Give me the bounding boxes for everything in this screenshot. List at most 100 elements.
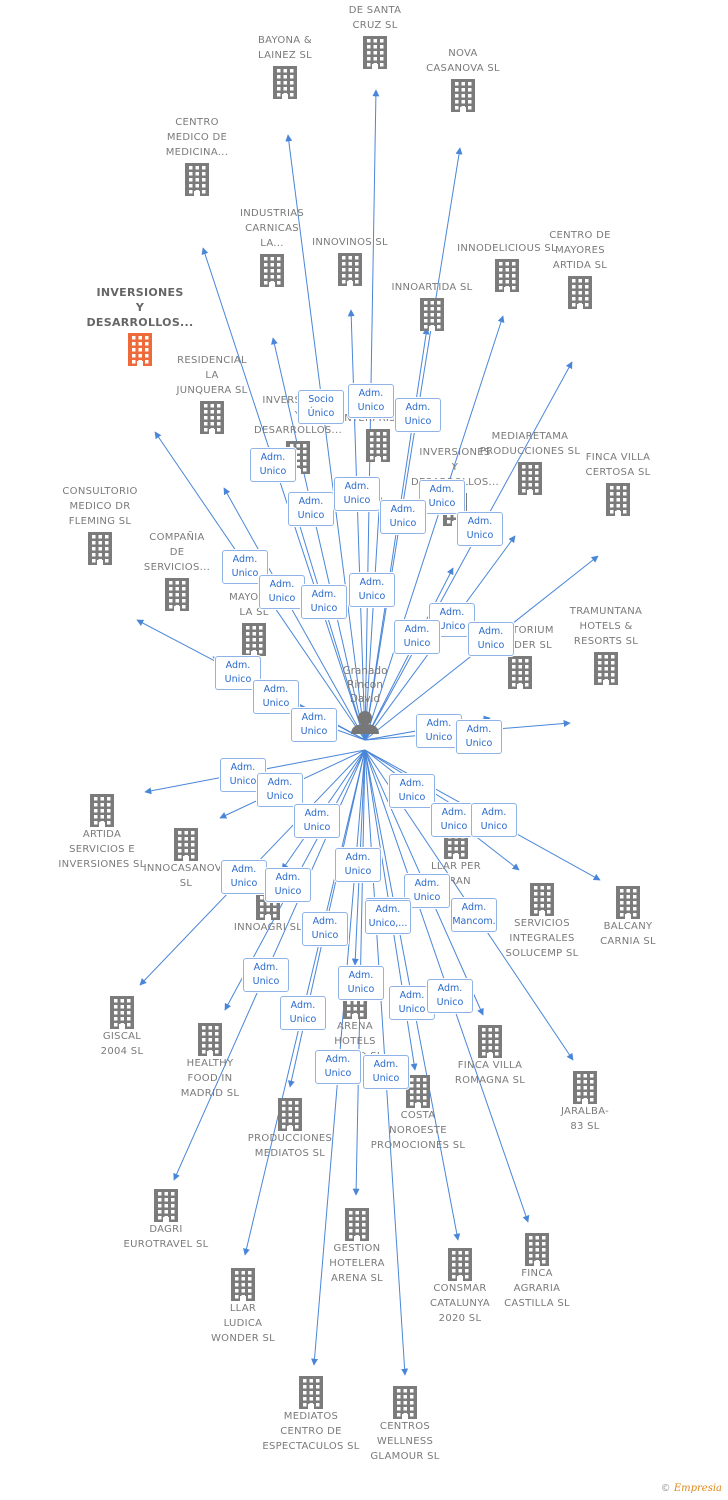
company-node[interactable]: MEDIARETAMA PRODUCCIONES SL — [470, 431, 590, 495]
role-badge[interactable]: Adm. Unico — [394, 620, 440, 654]
company-node[interactable]: CENTROS WELLNESS GLAMOUR SL — [345, 1385, 465, 1464]
role-badge[interactable]: Adm. Unico — [302, 912, 348, 946]
company-node[interactable]: CONSULTORIO MEDICO DR FLEMING SL — [40, 486, 160, 565]
company-node[interactable]: INVERSIONES Y DESARROLLOS... — [80, 286, 200, 366]
building-icon — [525, 1233, 549, 1266]
role-badge[interactable]: Adm. Unico — [291, 708, 337, 742]
company-name: JARALBA- 83 SL — [560, 1106, 610, 1132]
company-node[interactable]: CENTRO MEDICO DE MEDICINA... — [137, 117, 257, 196]
company-node[interactable]: HEALTHY FOOD IN MADRID SL — [150, 1022, 270, 1101]
company-name: GISCAL 2004 SL — [100, 1031, 144, 1057]
person-icon — [351, 711, 379, 734]
company-node[interactable]: COSTA NOROESTE PROMOCIONES SL — [358, 1074, 478, 1153]
edge-c6 — [347, 309, 366, 741]
company-node[interactable]: GISCAL 2004 SL — [62, 995, 182, 1059]
role-badge[interactable]: Adm. Unico — [265, 868, 311, 902]
role-badge[interactable]: Adm. Unico — [471, 803, 517, 837]
building-icon — [393, 1386, 417, 1419]
company-name: DAGRI EUROTRAVEL SL — [123, 1224, 209, 1250]
role-badge[interactable]: Adm. Unico,... — [365, 900, 411, 934]
company-node[interactable]: FINCA VILLA ROMAGNA SL — [430, 1024, 550, 1088]
company-name: INNOVINOS SL — [312, 237, 388, 248]
building-icon — [90, 794, 114, 827]
company-name: INDUSTRIAS CARNICAS LA... — [240, 208, 304, 249]
role-badge[interactable]: Adm. Unico — [334, 477, 380, 511]
company-name: CONSMAR CATALUNYA 2020 SL — [430, 1283, 490, 1324]
role-badge[interactable]: Adm. Unico — [243, 958, 289, 992]
company-node[interactable]: INNODELICIOUS SL — [447, 243, 567, 292]
role-badge[interactable]: Adm. Unico — [335, 848, 381, 882]
role-badge[interactable]: Adm. Unico — [257, 773, 303, 807]
company-node[interactable]: NOVA CASANOVA SL — [403, 48, 523, 112]
role-badge[interactable]: Adm. Mancom. — [451, 898, 497, 932]
copyright-symbol: © — [660, 1483, 671, 1494]
company-node[interactable]: RESIDENCIAL LA JUNQUERA SL — [152, 355, 272, 434]
role-badge[interactable]: Adm. Unico — [427, 979, 473, 1013]
person-name: Granado Rincon David — [342, 665, 388, 705]
role-badge[interactable]: Adm. Unico — [315, 1050, 361, 1084]
company-node[interactable]: GESTION HOTELERA ARENA SL — [297, 1207, 417, 1286]
company-node[interactable]: INDUSTRIAS CARNICAS LA... — [212, 208, 332, 287]
company-node[interactable]: DAGRI EUROTRAVEL SL — [106, 1188, 226, 1252]
role-badge[interactable]: Adm. Unico — [419, 480, 465, 514]
role-badge[interactable]: Adm. Unico — [301, 585, 347, 619]
role-badge[interactable]: Adm. Unico — [404, 874, 450, 908]
role-badge[interactable]: Adm. Unico — [288, 492, 334, 526]
building-icon — [231, 1268, 255, 1301]
company-node[interactable]: AGRORETAMA DE SANTA CRUZ SL — [315, 0, 435, 69]
company-node[interactable]: CENTRO DE MAYORES ARTIDA SL — [520, 230, 640, 309]
role-badge[interactable]: Adm. Unico — [456, 720, 502, 754]
company-node[interactable]: BALCANY CARNIA SL — [568, 885, 688, 949]
role-badge[interactable]: Adm. Unico — [389, 774, 435, 808]
company-node[interactable]: TRAMUNTANA HOTELS & RESORTS SL — [546, 606, 666, 685]
company-node[interactable]: INNOVINOS SL — [290, 237, 410, 286]
role-badge[interactable]: Adm. Unico — [363, 1055, 409, 1089]
role-badge[interactable]: Adm. Unico — [294, 804, 340, 838]
company-node[interactable]: COMPAÑIA DE SERVICIOS... — [117, 532, 237, 611]
company-node[interactable]: ARTIDA SERVICIOS E INVERSIONES SL — [42, 793, 162, 872]
footer-brand[interactable]: © Empresia — [661, 1483, 722, 1494]
company-node[interactable]: PRODUCCIONES MEDIATOS SL — [230, 1097, 350, 1161]
role-badge[interactable]: Adm. Unico — [259, 575, 305, 609]
company-name: LLAR PER GRAN ... — [430, 861, 482, 902]
role-badge[interactable]: Adm. Unico — [349, 573, 395, 607]
role-badge[interactable]: Adm. Unico — [457, 512, 503, 546]
company-node[interactable]: BAYONA & LAINEZ SL — [225, 35, 345, 99]
company-node[interactable]: CENTRO DE MAYORES LA SL — [194, 577, 314, 656]
building-icon — [420, 298, 444, 331]
role-badge[interactable]: Adm. Unico — [468, 622, 514, 656]
role-badge[interactable]: Adm. Unico — [380, 500, 426, 534]
role-badge[interactable]: Socio Único — [298, 390, 344, 424]
company-node[interactable]: INNOCASANOVA SL — [126, 827, 246, 891]
person-node[interactable]: Granado Rincon David — [342, 665, 388, 738]
role-badge[interactable]: Adm. Unico — [250, 448, 296, 482]
role-badge[interactable]: Adm. Unico — [348, 384, 394, 418]
edge-c14 — [364, 535, 516, 741]
building-icon — [573, 1071, 597, 1104]
company-node[interactable]: MEDIATOS CENTRO DE ESPECTACULOS SL — [251, 1375, 371, 1454]
role-badge[interactable]: Adm. Unico — [280, 996, 326, 1030]
company-node[interactable]: SERVICIOS INTEGRALES SOLUCEMP SL — [482, 882, 602, 961]
company-node[interactable]: CONSMAR CATALUNYA 2020 SL — [400, 1247, 520, 1326]
role-badge[interactable]: Adm. Unico — [338, 966, 384, 1000]
edge-c5 — [270, 337, 366, 741]
company-node[interactable]: JARALBA- 83 SL — [525, 1070, 645, 1134]
company-node[interactable]: FINCA AGRARIA CASTILLA SL — [477, 1232, 597, 1311]
company-node[interactable]: INNOARTIDA SL — [372, 282, 492, 331]
role-badge[interactable]: Adm. Unico — [221, 860, 267, 894]
company-name: CONSULTORIO MEDICO DR FLEMING SL — [62, 486, 138, 527]
company-name: INNOAGRI SL — [233, 922, 303, 933]
role-badge[interactable]: Adm. Unico — [395, 398, 441, 432]
company-name: INVERSIONES Y DESARROLLOS... — [254, 395, 342, 436]
edge-c4 — [201, 247, 366, 741]
company-node[interactable]: LLAR LUDICA WONDER SL — [183, 1267, 303, 1346]
building-icon — [338, 253, 362, 286]
company-node[interactable]: FINCA VILLA CERTOSA SL — [558, 452, 678, 516]
building-icon — [260, 254, 284, 287]
building-icon — [478, 1025, 502, 1058]
edge-c12 — [296, 519, 366, 741]
edge-c9 — [364, 327, 430, 741]
building-icon — [154, 1189, 178, 1222]
